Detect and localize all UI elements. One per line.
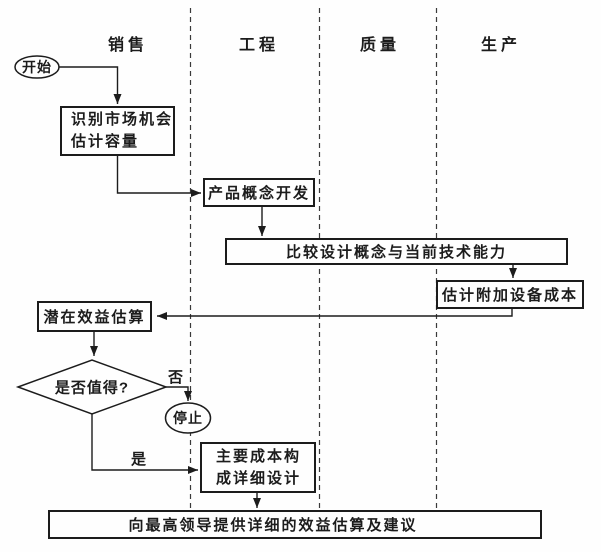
node-report-to-top-leadership: 向最高领导提供详细的效益估算及建议 [48, 510, 542, 539]
edge-start-to-identify [58, 66, 122, 104]
stop-terminator-label: 停止 [173, 410, 203, 426]
node-detail-design-line-2: 成详细设计 [216, 469, 302, 487]
edge-label-no: 否 [168, 369, 184, 386]
node-identify-line-1: 识别市场机会 [71, 111, 174, 128]
node-detail-design-line-1: 主要成本构 [216, 447, 302, 465]
lane-header-engineering: 工程 [238, 37, 280, 54]
start-terminator-label: 开始 [22, 59, 52, 75]
connector-edges [58, 66, 517, 508]
stop-terminator-shape [164, 402, 212, 434]
edge-label-yes: 是 [131, 451, 147, 468]
node-compare-design-vs-capability: 比较设计概念与当前技术能力 [225, 238, 568, 265]
node-main-cost-detail-design: 主要成本构 成详细设计 [200, 442, 316, 493]
node-potential-benefit-estimate: 潜在效益估算 [37, 301, 152, 332]
node-identify-line-2: 估计容量 [71, 133, 140, 150]
node-product-concept-development: 产品概念开发 [203, 178, 315, 207]
lane-header-production: 生产 [480, 37, 522, 54]
lane-header-sales: 销售 [107, 37, 149, 54]
decision-worth-it-label: 是否值得? [54, 379, 130, 397]
edge-estimate-cost-to-benefit [157, 309, 513, 320]
start-terminator-shape [14, 55, 60, 79]
edge-decision-yes-to-detail-design [91, 413, 198, 474]
node-estimate-additional-equipment-cost: 估计附加设备成本 [436, 280, 584, 309]
lane-header-quality: 质量 [359, 37, 401, 54]
node-identify-market-opportunity: 识别市场机会 估计容量 [60, 106, 175, 156]
edge-identify-to-product-concept [116, 156, 201, 197]
edge-decision-no-to-stop [166, 386, 192, 401]
decision-diamond-shape [15, 359, 169, 415]
